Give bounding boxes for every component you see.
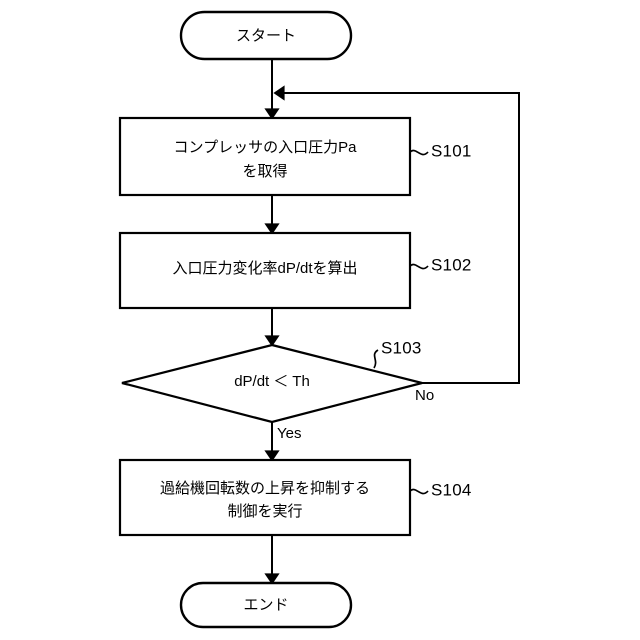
end-label: エンド (243, 596, 288, 613)
node-s104[interactable]: 過給機回転数の上昇を抑制する 制御を実行 (118, 458, 412, 537)
s101-leader-line (409, 149, 429, 156)
s103-label: dP/dt ＜ Th (234, 373, 310, 390)
end-terminator-shape (179, 581, 353, 629)
s101-label-line1: コンプレッサの入口圧力Pa (174, 139, 358, 156)
s101-label-line2: を取得 (242, 163, 287, 180)
node-s102[interactable]: 入口圧力変化率dP/dtを算出 (118, 231, 412, 310)
callout-s101: S101 (409, 141, 472, 160)
start-terminator-shape (179, 10, 353, 61)
s102-step-label: S102 (431, 255, 472, 274)
s102-leader-line (409, 263, 429, 270)
s104-leader-line (409, 488, 429, 495)
s103-leader-line (373, 349, 379, 369)
callout-s102: S102 (409, 255, 472, 274)
connector-no-feedback-loop (273, 85, 520, 384)
s104-step-label: S104 (431, 480, 472, 499)
s102-process-shape (118, 231, 412, 310)
node-start[interactable]: スタート (179, 10, 353, 61)
callout-s104: S104 (409, 480, 472, 499)
s102-label-line1: 入口圧力変化率dP/dtを算出 (172, 259, 357, 277)
s104-process-shape (118, 458, 412, 537)
node-s103[interactable]: dP/dt ＜ Th (121, 343, 423, 424)
branch-label-yes: Yes (277, 425, 301, 442)
callout-s103: S103 (373, 338, 422, 369)
s101-process-shape (118, 116, 412, 197)
branch-label-no: No (415, 387, 434, 404)
s103-decision-shape (121, 343, 423, 424)
s101-step-label: S101 (431, 141, 472, 160)
s104-label-line2: 制御を実行 (227, 503, 302, 520)
node-s101[interactable]: コンプレッサの入口圧力Pa を取得 (118, 116, 412, 197)
s103-step-label: S103 (381, 338, 422, 357)
start-label: スタート (236, 27, 296, 44)
node-end[interactable]: エンド (179, 581, 353, 629)
s104-label-line1: 過給機回転数の上昇を抑制する (160, 480, 370, 497)
